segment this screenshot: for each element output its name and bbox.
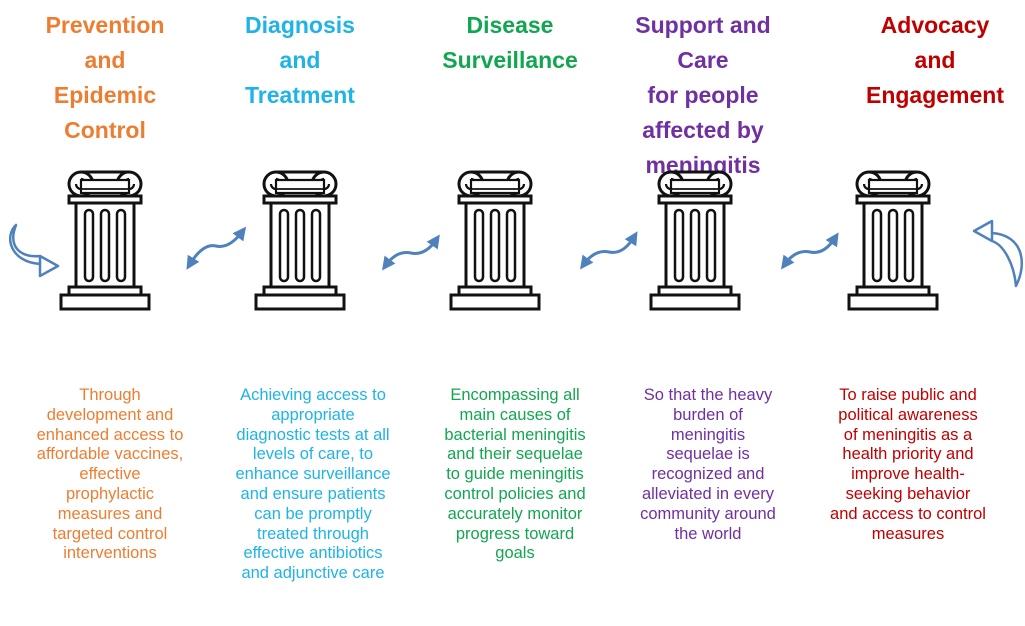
pillar-description-prevention: Through development and enhanced access … bbox=[36, 386, 184, 563]
pillar-icon-advocacy bbox=[847, 170, 939, 311]
pillar-icon-support bbox=[649, 170, 741, 311]
connector-arrow-4 bbox=[781, 232, 839, 270]
pillar-description-diagnosis: Achieving access to appropriate diagnost… bbox=[235, 386, 391, 583]
pillar-title-support: Support and Care for people affected by … bbox=[635, 12, 771, 178]
connector-arrow-2 bbox=[382, 234, 440, 271]
pillar-description-surveillance: Encompassing all main causes of bacteria… bbox=[444, 386, 586, 563]
curved-arrow-right bbox=[972, 219, 1024, 288]
connector-arrow-1 bbox=[186, 226, 247, 270]
pillar-icon-prevention bbox=[59, 170, 151, 311]
pillar-title-prevention: Prevention and Epidemic Control bbox=[45, 12, 165, 143]
pillar-title-diagnosis: Diagnosis and Treatment bbox=[245, 12, 355, 108]
pillar-description-support: So that the heavy burden of meningitis s… bbox=[640, 386, 776, 543]
curved-arrow-left bbox=[8, 223, 60, 278]
pillar-description-advocacy: To raise public and political awareness … bbox=[830, 386, 986, 543]
pillar-title-advocacy: Advocacy and Engagement bbox=[865, 12, 1005, 108]
pillar-title-surveillance: Disease Surveillance bbox=[442, 12, 578, 73]
connector-arrow-3 bbox=[580, 231, 638, 270]
pillar-icon-surveillance bbox=[449, 170, 541, 311]
pillar-icon-diagnosis bbox=[254, 170, 346, 311]
